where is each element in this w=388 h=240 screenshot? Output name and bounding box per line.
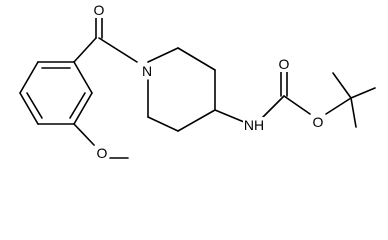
molecule-diagram: O N O NH O O: [19, 2, 376, 161]
benzene-ring: [19, 61, 93, 125]
piperidine-nitrogen-label: N: [142, 63, 152, 79]
atom-labels: O N O NH O O: [92, 2, 325, 161]
amide-oxygen-label: O: [94, 2, 105, 18]
tert-butyl-group: [332, 72, 376, 128]
piperidine-ring: [147, 47, 216, 132]
amide-carbonyl: [73, 13, 138, 63]
carbamate-carbonyl-oxygen-label: O: [279, 56, 290, 72]
methoxy-oxygen-label: O: [97, 145, 108, 161]
carbamate-nh-label: NH: [244, 117, 264, 133]
methoxy-group: [73, 123, 129, 159]
carbamate-ester-oxygen-label: O: [313, 114, 324, 130]
carbamate-chain: [214, 71, 352, 123]
structure-canvas: O N O NH O O: [19, 2, 376, 161]
